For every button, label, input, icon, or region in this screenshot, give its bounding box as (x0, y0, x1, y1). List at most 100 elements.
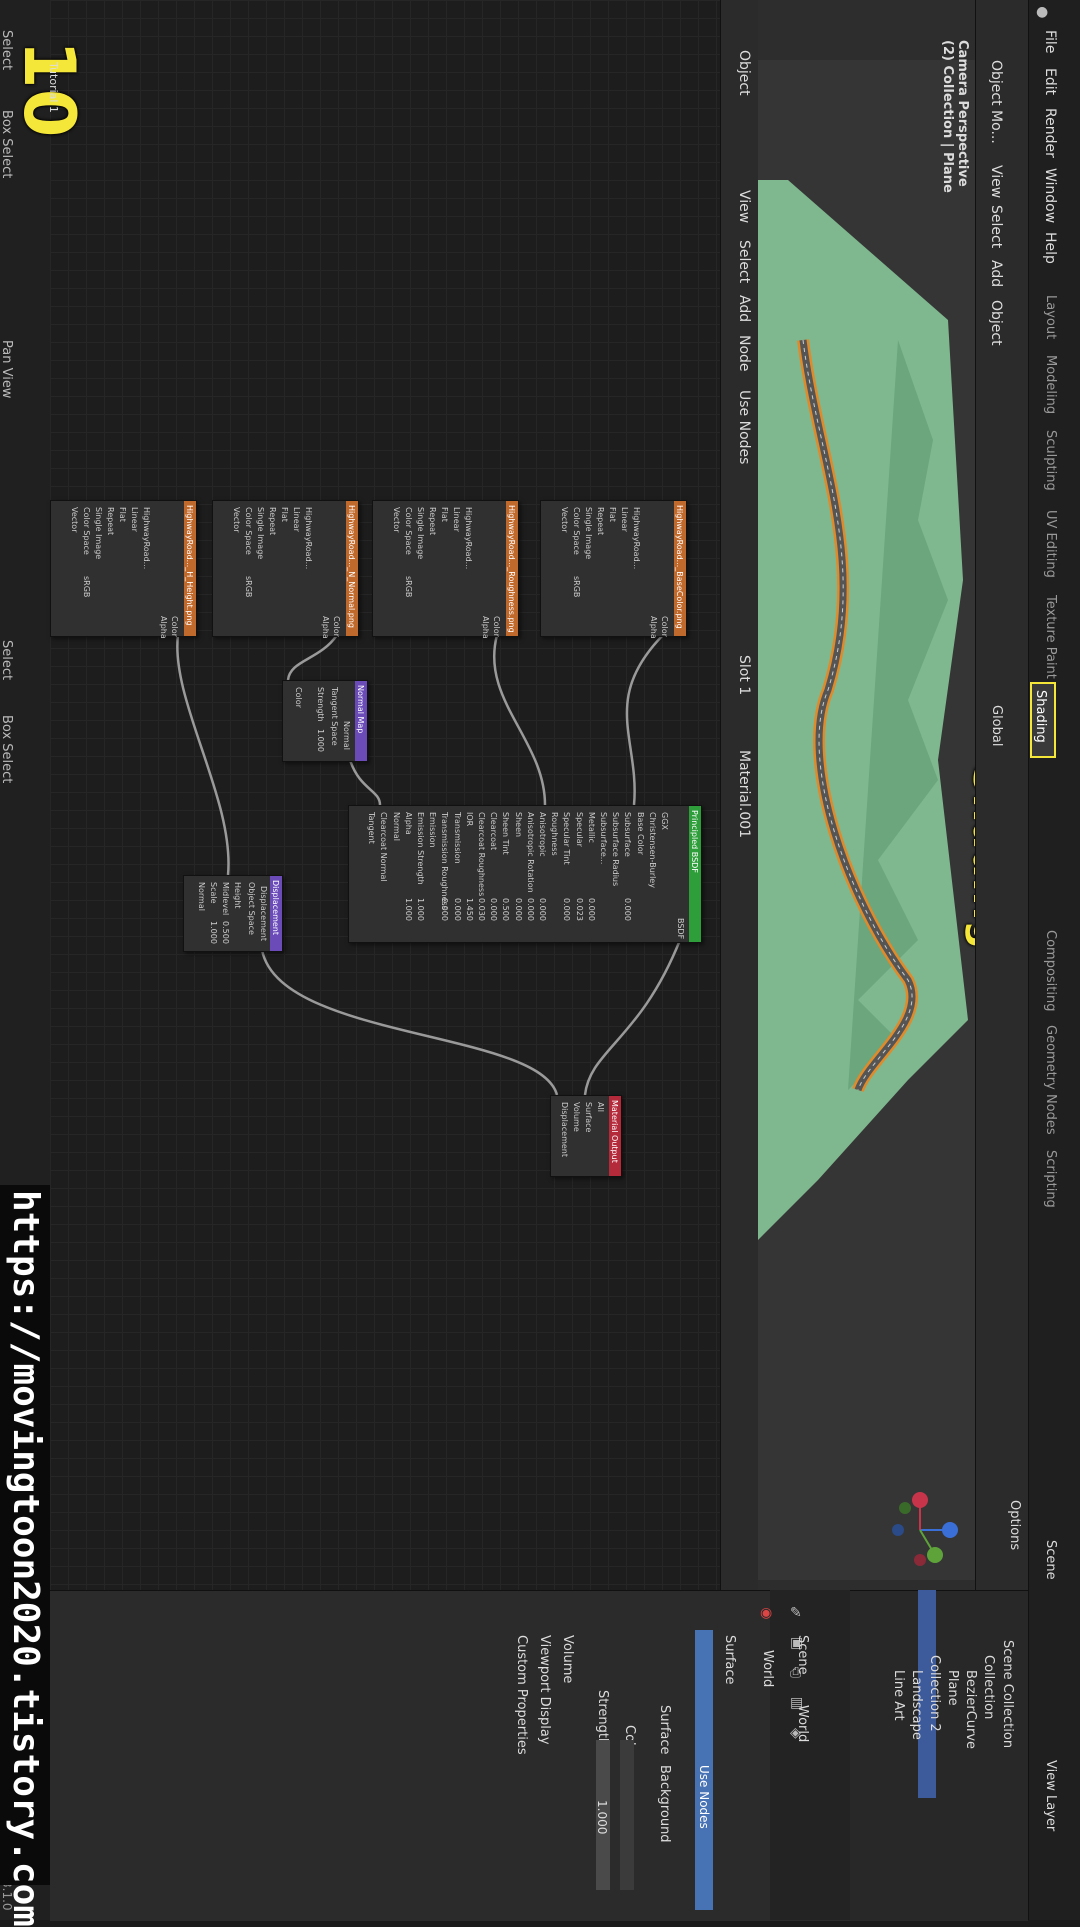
color-space-value[interactable]: sRGB (82, 576, 91, 598)
scene-tab-icon[interactable]: ◈ (790, 1725, 801, 1741)
tab-texture-paint[interactable]: Texture Paint (1043, 595, 1058, 679)
view-layer-tab-icon[interactable]: ▤ (790, 1695, 804, 1711)
bsdf-row-value[interactable]: 0.500 (501, 898, 511, 921)
projection-flat[interactable]: Flat (280, 507, 289, 522)
menu-window[interactable]: Window (1042, 168, 1058, 224)
tab-sculpting[interactable]: Sculpting (1043, 430, 1058, 491)
projection-flat[interactable]: Flat (440, 507, 449, 522)
scale-value[interactable]: 1.000 (209, 921, 218, 944)
interp-linear[interactable]: Linear (620, 507, 629, 532)
outliner-item[interactable]: BezierCurve (963, 1670, 978, 1750)
bsdf-row-value[interactable]: 0.000 (440, 898, 450, 921)
texture-node-normal[interactable]: HighwayRoad..._N_Normal.png Color Alpha … (212, 500, 359, 639)
tab-shading-highlight[interactable] (1030, 682, 1056, 758)
scene-selector[interactable]: Scene (1043, 1540, 1058, 1580)
bsdf-row-value[interactable]: 0.000 (586, 898, 596, 921)
material-output-node[interactable]: Material Output All Surface Volume Displ… (550, 1095, 622, 1177)
node-header[interactable] (355, 681, 367, 761)
view-layer-selector[interactable]: View Layer (1043, 1760, 1058, 1832)
render-tab-icon[interactable]: ▣ (790, 1635, 804, 1651)
viewport-menu-view[interactable]: View (988, 165, 1004, 199)
menu-edit[interactable]: Edit (1042, 68, 1058, 96)
blender-logo-icon[interactable]: ● (1036, 4, 1049, 20)
strength-value[interactable]: 1.000 (316, 729, 325, 752)
source-single-image[interactable]: Single Image (416, 507, 425, 560)
object-mode-dropdown[interactable]: Object Mo... (988, 60, 1004, 144)
world-tab-icon[interactable]: ◉ (760, 1605, 773, 1621)
bsdf-row-value[interactable]: 0.000 (562, 898, 572, 921)
image-name[interactable]: HighwayRoad... (304, 507, 313, 570)
tab-compositing[interactable]: Compositing (1043, 930, 1058, 1012)
bsdf-row-value[interactable]: 1.450 (464, 898, 474, 921)
viewport-options[interactable]: Options (1007, 1500, 1022, 1551)
bsdf-row-value[interactable]: 0.000 (623, 898, 633, 921)
node-menu-view[interactable]: View (736, 190, 752, 224)
menu-file[interactable]: File (1042, 30, 1058, 54)
surface-value[interactable]: Background (657, 1765, 672, 1843)
outliner-item[interactable]: Landscape (909, 1670, 924, 1740)
color-swatch[interactable] (620, 1740, 634, 1890)
surface-section-header[interactable]: Surface (722, 1635, 737, 1685)
source-single-image[interactable]: Single Image (94, 507, 103, 560)
space-dropdown[interactable]: Object Space (247, 882, 256, 935)
bsdf-row-value[interactable]: 0.000 (489, 898, 499, 921)
viewport-3d[interactable] (758, 60, 975, 1580)
bsdf-row-value[interactable]: 0.000 (525, 898, 535, 921)
color-space-value[interactable]: sRGB (404, 576, 413, 598)
texture-node-basecolor[interactable]: HighwayRoad..._BaseColor.png Color Alpha… (540, 500, 687, 639)
tab-geometry-nodes[interactable]: Geometry Nodes (1043, 1025, 1058, 1135)
interp-linear[interactable]: Linear (452, 507, 461, 532)
interp-linear[interactable]: Linear (130, 507, 139, 532)
outliner-item[interactable]: Line Art (891, 1670, 906, 1721)
node-header[interactable] (609, 1096, 621, 1176)
image-name[interactable]: HighwayRoad... (464, 507, 473, 570)
transform-orientation[interactable]: Global (989, 705, 1004, 747)
slot-dropdown[interactable]: Slot 1 (736, 655, 752, 696)
color-space-value[interactable]: sRGB (572, 576, 581, 598)
world-name-field[interactable]: World (760, 1650, 775, 1688)
extension-repeat[interactable]: Repeat (268, 507, 277, 536)
node-header[interactable] (346, 501, 358, 636)
viewport-display-panel[interactable]: Viewport Display (537, 1635, 552, 1745)
outliner-item[interactable]: Plane (945, 1670, 960, 1706)
midlevel-value[interactable]: 0.500 (221, 921, 230, 944)
node-header[interactable] (674, 501, 686, 636)
extension-repeat[interactable]: Repeat (596, 507, 605, 536)
outliner-item[interactable]: Scene Collection (1000, 1640, 1015, 1749)
bsdf-row-value[interactable]: 0.023 (574, 898, 584, 921)
node-header[interactable] (689, 806, 701, 942)
tab-scripting[interactable]: Scripting (1043, 1150, 1058, 1208)
source-single-image[interactable]: Single Image (584, 507, 593, 560)
node-header[interactable] (270, 876, 282, 951)
bsdf-row-value[interactable]: 1.000 (416, 898, 425, 921)
displacement-node[interactable]: Displacement Displacement Object Space H… (183, 875, 283, 952)
viewport-menu-select[interactable]: Select (988, 205, 1004, 249)
use-nodes-checkbox[interactable]: Use Nodes (736, 390, 752, 465)
source-single-image[interactable]: Single Image (256, 507, 265, 560)
texture-node-roughness[interactable]: HighwayRoad..._Roughness.png Color Alpha… (372, 500, 519, 639)
output-tab-icon[interactable]: ⎙ (790, 1665, 802, 1681)
menu-help[interactable]: Help (1042, 232, 1058, 264)
tool-tab-icon[interactable]: ✎ (790, 1605, 802, 1621)
image-name[interactable]: HighwayRoad... (632, 507, 641, 570)
extension-repeat[interactable]: Repeat (106, 507, 115, 536)
custom-properties-panel[interactable]: Custom Properties (514, 1635, 529, 1755)
tab-layout[interactable]: Layout (1043, 295, 1058, 340)
texture-node-height[interactable]: HighwayRoad..._H_Height.png Color Alpha … (50, 500, 197, 639)
node-menu-select[interactable]: Select (736, 240, 752, 284)
space-dropdown[interactable]: Tangent Space (330, 687, 339, 746)
use-nodes-button[interactable] (695, 1630, 713, 1910)
viewport-menu-add[interactable]: Add (988, 260, 1004, 288)
strength-value[interactable]: 1.000 (595, 1800, 609, 1835)
tab-modeling[interactable]: Modeling (1043, 355, 1058, 415)
node-editor-type[interactable]: Object (736, 50, 752, 96)
node-header[interactable] (506, 501, 518, 636)
image-name[interactable]: HighwayRoad... (142, 507, 151, 570)
projection-flat[interactable]: Flat (118, 507, 127, 522)
material-name-field[interactable]: Material.001 (736, 750, 752, 839)
bsdf-row-value[interactable]: 0.000 (452, 898, 462, 921)
normal-map-node[interactable]: Normal Map Normal Tangent Space Strength… (282, 680, 368, 762)
strength-field[interactable] (596, 1740, 610, 1890)
target-dropdown[interactable]: All (596, 1102, 605, 1112)
